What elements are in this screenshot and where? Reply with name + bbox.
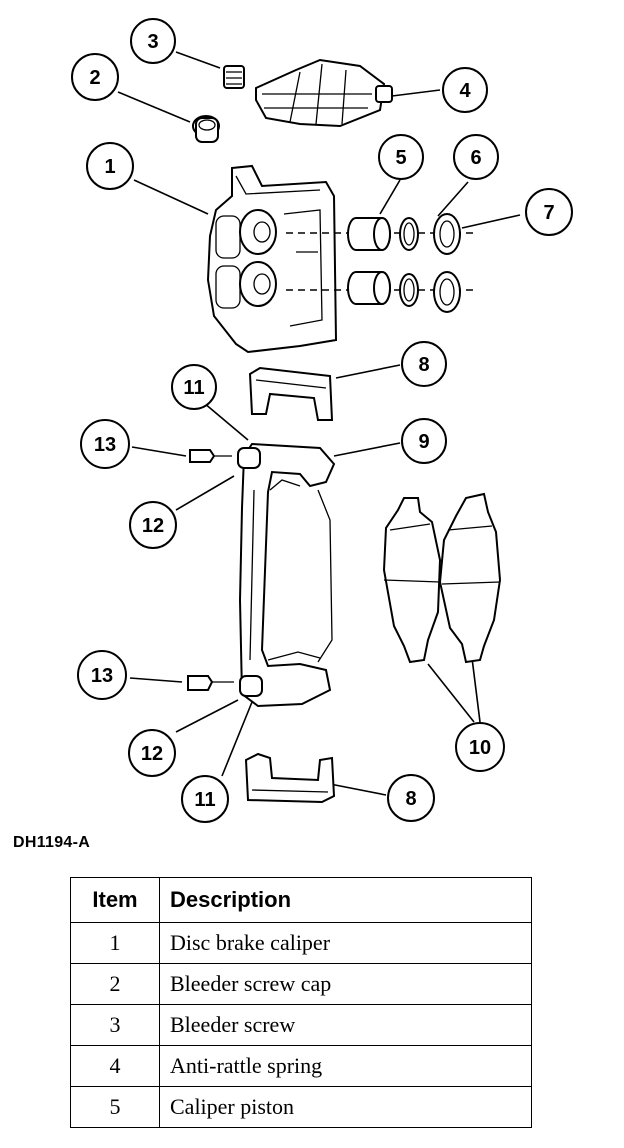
svg-text:11: 11 [183,377,204,399]
svg-text:6: 6 [470,147,481,169]
caliper-anchor-part [238,442,336,708]
dust-boots-part [433,213,461,313]
callout-11-upper: 11 [171,364,217,410]
bleeder-screw-cap-part [192,115,220,143]
guide-pin-upper-part [189,447,261,469]
description-column-header: Description [159,877,532,923]
brake-pads-part [382,492,502,664]
item-description: Disc brake caliper [159,922,532,964]
svg-text:3: 3 [147,31,158,53]
item-description: Bleeder screw cap [159,963,532,1005]
svg-text:8: 8 [405,788,416,810]
svg-text:1: 1 [104,156,115,178]
table-row: 4 Anti-rattle spring [70,1045,532,1087]
svg-text:11: 11 [194,789,215,811]
pad-clip-upper-part [248,366,334,421]
pad-clip-lower-part [244,752,336,804]
item-number: 3 [70,1004,160,1046]
callout-10: 10 [455,722,505,772]
svg-text:9: 9 [418,431,429,453]
callout-12-upper: 12 [129,501,177,549]
guide-pin-lower-part [187,675,263,697]
callout-3: 3 [130,18,176,64]
bleeder-screw-part [223,65,245,89]
callout-13-lower: 13 [77,650,127,700]
callout-11-lower: 11 [181,775,229,823]
item-number: 1 [70,922,160,964]
exploded-brake-diagram: 3 2 4 1 5 6 7 8 11 13 9 12 [71,18,573,823]
callout-13-upper: 13 [80,419,130,469]
table-row: 5 Caliper piston [70,1086,532,1128]
item-description: Bleeder screw [159,1004,532,1046]
piston-seals-part [399,217,419,307]
callout-6: 6 [453,134,499,180]
svg-text:13: 13 [94,434,116,456]
table-header-row: Item Description [70,877,532,923]
svg-text:12: 12 [142,515,164,537]
callout-9: 9 [401,418,447,464]
callout-8-lower: 8 [387,774,435,822]
parts-table: Item Description 1 Disc brake caliper 2 … [70,877,532,1128]
item-number: 4 [70,1045,160,1087]
callout-7: 7 [525,188,573,236]
caliper-pistons-part [347,217,391,305]
item-number: 2 [70,963,160,1005]
item-description: Caliper piston [159,1086,532,1128]
callout-8-upper: 8 [401,341,447,387]
table-row: 3 Bleeder screw [70,1004,532,1046]
callout-4: 4 [442,67,488,113]
svg-text:10: 10 [469,737,491,759]
svg-text:4: 4 [459,80,471,102]
item-number: 5 [70,1086,160,1128]
caliper-body-part [206,164,338,354]
anti-rattle-spring-part [255,58,393,128]
figure-code: DH1194-A [13,834,91,851]
item-column-header: Item [70,877,160,923]
callout-5: 5 [378,134,424,180]
svg-text:12: 12 [141,743,163,765]
svg-text:2: 2 [89,67,100,89]
callout-2: 2 [71,53,119,101]
svg-text:7: 7 [543,202,554,224]
table-row: 2 Bleeder screw cap [70,963,532,1005]
callout-12-lower: 12 [128,729,176,777]
leader-lines [117,51,521,796]
table-row: 1 Disc brake caliper [70,922,532,964]
svg-text:13: 13 [91,665,113,687]
item-description: Anti-rattle spring [159,1045,532,1087]
svg-text:8: 8 [418,354,429,376]
svg-text:5: 5 [395,147,406,169]
callout-1: 1 [86,142,134,190]
